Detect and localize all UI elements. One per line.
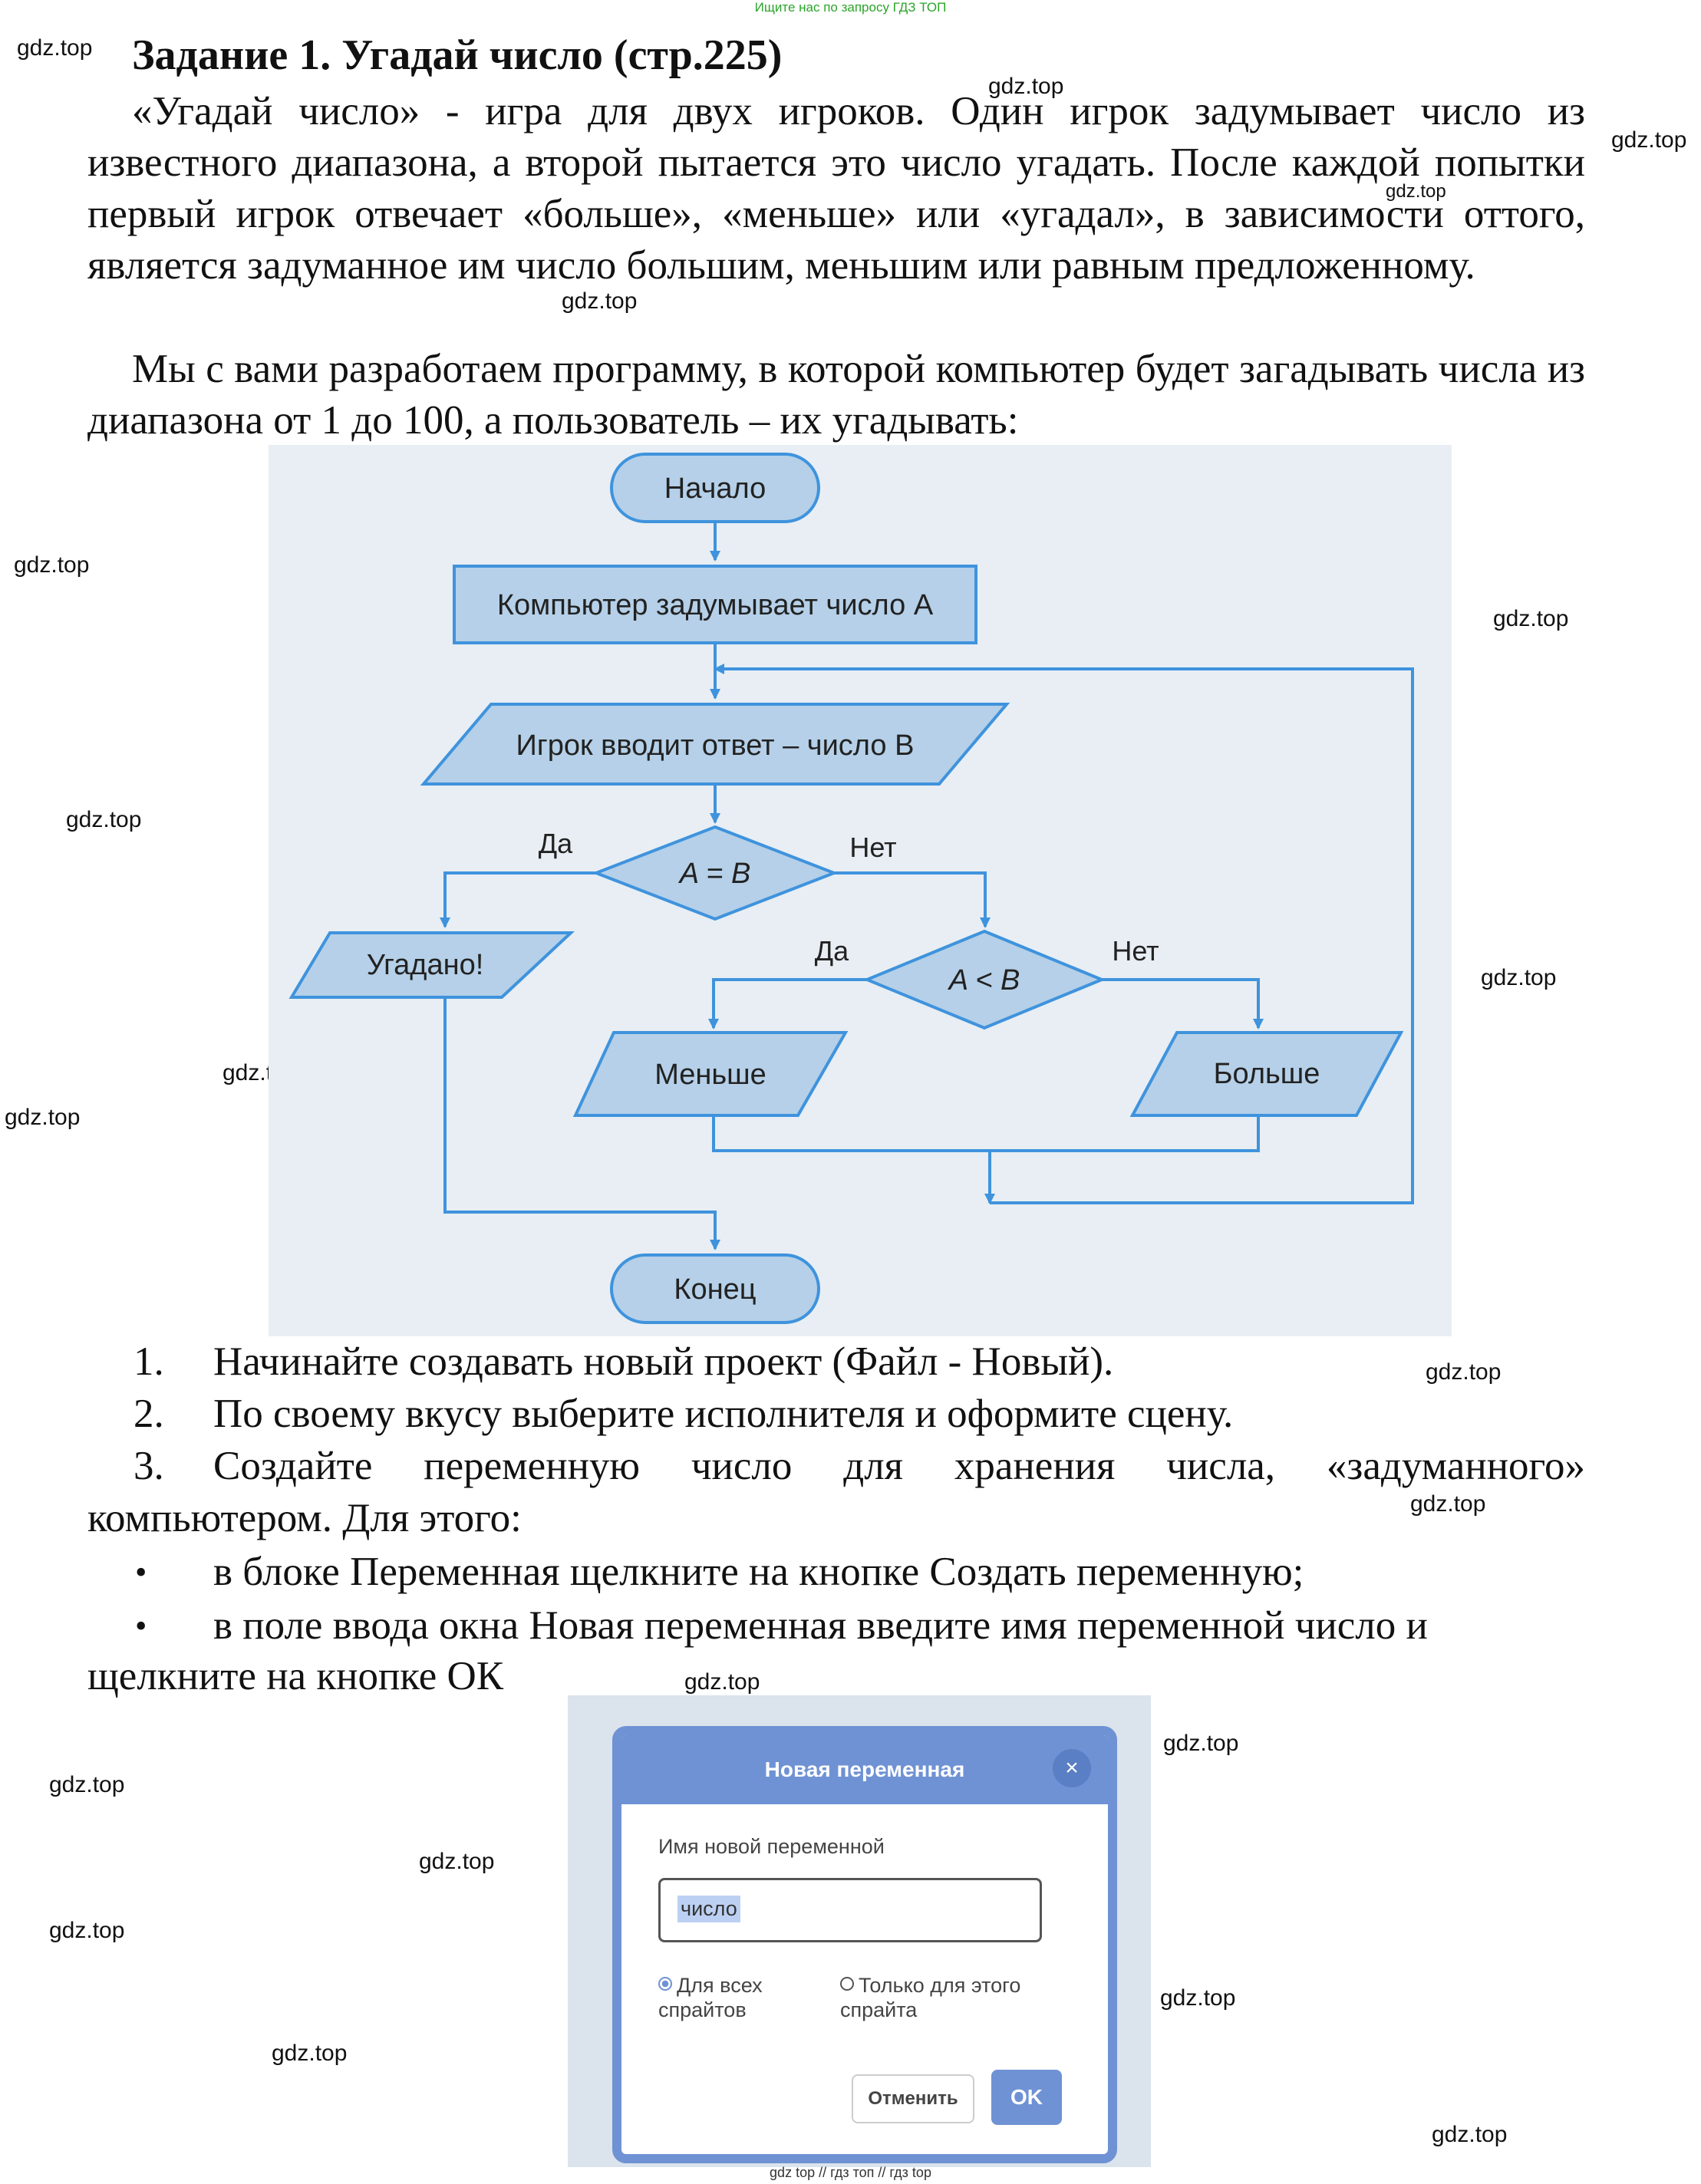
watermark: gdz.top — [17, 35, 93, 61]
watermark: gdz.top — [988, 74, 1064, 99]
process-think — [453, 565, 977, 644]
variable-name-input[interactable]: число — [658, 1878, 1042, 1942]
flowchart: Начало Компьютер задумывает число A Игро… — [269, 445, 1452, 1336]
watermark: gdz.top — [1160, 1985, 1236, 2011]
step-number: 3. — [134, 1444, 164, 1488]
start-label: Начало — [664, 473, 766, 505]
radio-empty-icon — [840, 1977, 854, 1991]
start-terminal — [610, 453, 820, 523]
step-text: Создайте переменную число для хранения ч… — [213, 1444, 1585, 1488]
no-label: Нет — [1112, 935, 1159, 967]
close-icon[interactable]: × — [1053, 1749, 1091, 1787]
bullet-text: в поле ввода окна Новая переменная введи… — [213, 1603, 1428, 1648]
io-less — [572, 1031, 849, 1117]
yes-label: Да — [815, 935, 849, 967]
watermark: gdz.top — [1410, 1491, 1486, 1517]
end-label: Конец — [674, 1273, 756, 1306]
watermark: gdz.top — [5, 1105, 81, 1130]
watermark: gdz.top — [272, 2041, 348, 2066]
watermark: gdz.top — [66, 807, 142, 832]
decision-less — [862, 929, 1106, 1030]
radio-selected-icon — [658, 1977, 672, 1991]
step-number: 1. — [134, 1339, 164, 1384]
watermark: gdz.top — [684, 1669, 760, 1695]
watermark: gdz.top — [1432, 2122, 1508, 2147]
radio-this-sprite[interactable]: Только для этого спрайта — [840, 1974, 1021, 2021]
variable-name-label: Имя новой переменной — [658, 1835, 885, 1858]
ok-button[interactable]: OK — [991, 2070, 1062, 2125]
intro-paragraph-1: «Угадай число» - игра для двух игроков. … — [87, 89, 1585, 288]
step-number: 2. — [134, 1392, 164, 1436]
cancel-button[interactable]: Отменить — [852, 2074, 974, 2123]
io-guessed-label: Угадано! — [367, 949, 484, 981]
radio-all-sprites[interactable]: Для всех спрайтов — [658, 1974, 763, 2021]
io-more-label: Больше — [1214, 1058, 1320, 1090]
footer-note: gdz top // гдз топ // гдз top — [770, 2165, 931, 2180]
bullet: • — [135, 1607, 147, 1645]
bullet-item-2-continuation: щелкните на кнопке ОК — [87, 1654, 504, 1698]
no-label: Нет — [849, 832, 896, 863]
watermark: gdz.top — [1426, 1359, 1502, 1385]
step-text: Начинайте создавать новый проект (Файл -… — [213, 1339, 1114, 1384]
watermark: gdz.top — [1386, 181, 1446, 202]
watermark: gdz.top — [14, 552, 90, 578]
io-input-label: Игрок вводит ответ – число B — [516, 730, 915, 762]
watermark: gdz.top — [49, 1918, 125, 1943]
intro-paragraph-2: Мы с вами разработаем программу, в котор… — [87, 347, 1585, 443]
watermark: gdz.top — [562, 288, 638, 314]
task-title: Задание 1. Угадай число (стр.225) — [132, 31, 783, 79]
step-text: По своему вкусу выберите исполнителя и о… — [213, 1392, 1234, 1436]
decision-less-label: A < B — [948, 964, 1020, 996]
new-variable-dialog: Новая переменная × Имя новой переменной … — [612, 1726, 1117, 2163]
watermark: gdz.top — [1493, 606, 1569, 631]
header-note: Ищите нас по запросу ГДЗ ТОП — [754, 0, 947, 15]
io-input — [420, 703, 1010, 786]
decision-equal — [592, 825, 839, 921]
dialog-title: Новая переменная — [621, 1735, 1108, 1804]
watermark: gdz.top — [1611, 127, 1687, 153]
variable-name-value: число — [677, 1896, 740, 1922]
end-terminal — [610, 1253, 820, 1324]
watermark: gdz.top — [419, 1849, 495, 1874]
io-more — [1129, 1031, 1404, 1117]
io-guessed — [288, 931, 575, 999]
watermark: gdz.top — [1163, 1731, 1239, 1756]
process-think-label: Компьютер задумывает число A — [497, 589, 934, 621]
io-less-label: Меньше — [654, 1059, 766, 1091]
yes-label: Да — [539, 828, 573, 859]
step-3-continuation: компьютером. Для этого: — [87, 1496, 522, 1540]
decision-equal-label: A = B — [678, 858, 751, 890]
watermark: gdz.top — [49, 1772, 125, 1797]
bullet: • — [135, 1553, 147, 1591]
watermark: gdz.top — [1481, 965, 1557, 990]
bullet-text: в блоке Переменная щелкните на кнопке Со… — [213, 1550, 1304, 1594]
